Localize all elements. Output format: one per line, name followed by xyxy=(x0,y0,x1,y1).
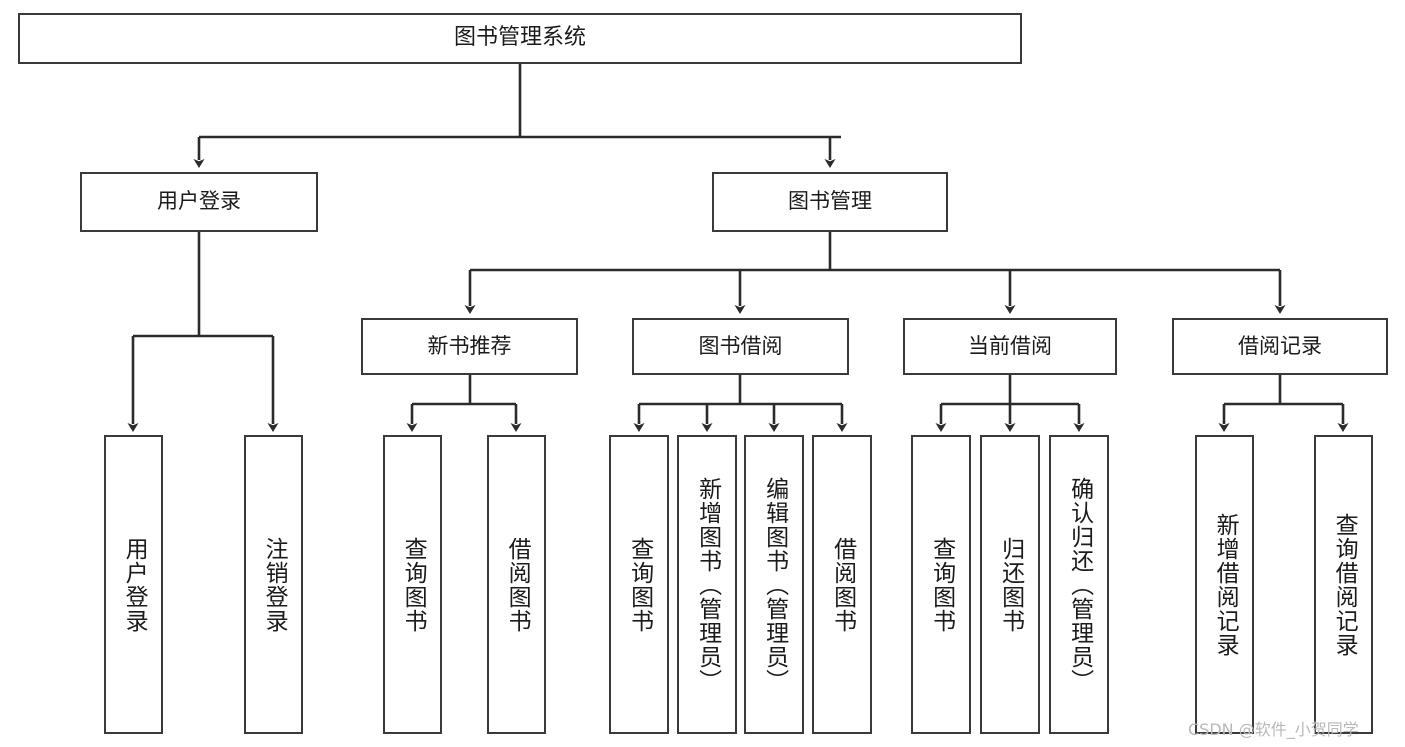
node-current-borrow[interactable]: 当前借阅 xyxy=(903,318,1117,375)
leaf-add-book[interactable]: 新增图书（管理员） xyxy=(677,435,737,734)
leaf-label: 借阅图书 xyxy=(829,536,856,633)
node-label: 图书管理系统 xyxy=(453,25,586,51)
leaf-add-borrow-record[interactable]: 新增借阅记录 xyxy=(1195,435,1254,734)
node-new-book-recommend[interactable]: 新书推荐 xyxy=(361,318,578,375)
leaf-user-logout[interactable]: 注销登录 xyxy=(244,435,303,734)
leaf-label: 查询图书 xyxy=(928,536,955,633)
node-book-borrow[interactable]: 图书借阅 xyxy=(632,318,849,375)
node-label: 新书推荐 xyxy=(427,333,512,358)
leaf-return-book[interactable]: 归还图书 xyxy=(980,435,1040,734)
leaf-label: 确认归还（管理员） xyxy=(1066,476,1093,693)
node-label: 借阅记录 xyxy=(1238,333,1322,358)
node-book-manage[interactable]: 图书管理 xyxy=(712,172,948,232)
leaf-label: 查询借阅记录 xyxy=(1331,512,1358,657)
leaf-borrow-book[interactable]: 借阅图书 xyxy=(812,435,872,734)
leaf-label: 查询图书 xyxy=(400,536,427,633)
leaf-borrow-book-recommend[interactable]: 借阅图书 xyxy=(487,435,546,734)
node-label: 图书借阅 xyxy=(698,333,783,358)
node-label: 当前借阅 xyxy=(968,333,1052,358)
leaf-query-book-recommend[interactable]: 查询图书 xyxy=(383,435,442,734)
leaf-user-login[interactable]: 用户登录 xyxy=(104,435,163,734)
leaf-label: 借阅图书 xyxy=(504,536,531,633)
leaf-query-borrow-record[interactable]: 查询借阅记录 xyxy=(1314,435,1373,734)
node-borrow-record[interactable]: 借阅记录 xyxy=(1172,318,1388,375)
leaf-label: 编辑图书（管理员） xyxy=(761,476,788,693)
node-user-login[interactable]: 用户登录 xyxy=(80,172,318,232)
leaf-query-book-current[interactable]: 查询图书 xyxy=(911,435,971,734)
leaf-label: 查询图书 xyxy=(626,536,653,633)
leaf-edit-book[interactable]: 编辑图书（管理员） xyxy=(744,435,804,734)
node-label: 图书管理 xyxy=(788,189,872,214)
leaf-label: 归还图书 xyxy=(997,536,1024,633)
leaf-query-book-borrow[interactable]: 查询图书 xyxy=(609,435,669,734)
node-root-system[interactable]: 图书管理系统 xyxy=(18,13,1022,64)
node-label: 用户登录 xyxy=(157,189,241,214)
leaf-label: 注销登录 xyxy=(261,536,288,633)
leaf-label: 用户登录 xyxy=(121,536,148,633)
watermark-text: CSDN @软件_小贺同学 xyxy=(1188,720,1359,739)
leaf-confirm-return[interactable]: 确认归还（管理员） xyxy=(1049,435,1109,734)
leaf-label: 新增借阅记录 xyxy=(1212,512,1239,657)
leaf-label: 新增图书（管理员） xyxy=(694,476,721,693)
